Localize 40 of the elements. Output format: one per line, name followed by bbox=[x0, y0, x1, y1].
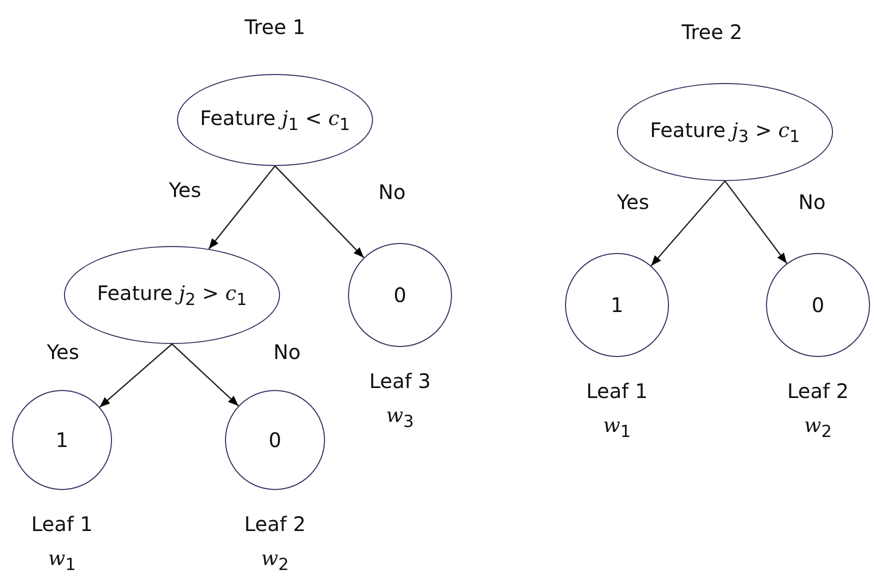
leaf-circle bbox=[225, 390, 325, 490]
tree-title: Tree 1 bbox=[244, 15, 306, 39]
split-condition: Feature j$_{1}$ < c$_{1}$ bbox=[200, 106, 350, 134]
arrow bbox=[172, 344, 239, 406]
leaf-weight: w$_{2}$ bbox=[804, 413, 832, 441]
leaf-name: Leaf 1 bbox=[586, 379, 648, 403]
leaf-value: 0 bbox=[394, 283, 406, 307]
edge-label: Yes bbox=[168, 178, 202, 202]
edge-label: Yes bbox=[46, 340, 80, 364]
leaf-circle bbox=[565, 253, 669, 357]
leaf-value: 1 bbox=[610, 293, 624, 317]
leaf-weight: w$_{3}$ bbox=[386, 403, 414, 431]
edge-label: No bbox=[378, 180, 406, 204]
edge-label: Yes bbox=[616, 190, 650, 214]
arrow bbox=[99, 344, 172, 408]
tree-title: Tree 2 bbox=[682, 20, 742, 44]
arrow bbox=[724, 180, 788, 264]
leaf-circle bbox=[12, 390, 112, 490]
leaf-value: 1 bbox=[56, 428, 68, 452]
leaf-circle bbox=[766, 253, 870, 357]
arrow bbox=[274, 166, 364, 258]
leaf-weight: w$_{1}$ bbox=[603, 413, 631, 441]
leaf-weight: w$_{2}$ bbox=[261, 546, 289, 574]
leaf-name: Leaf 3 bbox=[369, 369, 431, 393]
leaf-name: Leaf 2 bbox=[787, 379, 849, 403]
edge-label: No bbox=[798, 190, 826, 214]
arrow bbox=[208, 166, 276, 250]
split-condition: Feature j$_{2}$ > c$_{1}$ bbox=[96, 281, 248, 309]
leaf-value: 0 bbox=[268, 428, 282, 452]
leaf-name: Leaf 2 bbox=[244, 512, 306, 536]
edge-label: No bbox=[273, 340, 301, 364]
decision-ellipse bbox=[177, 74, 373, 166]
leaf-circle bbox=[348, 243, 452, 347]
decision-ellipse bbox=[64, 246, 280, 344]
leaf-value: 0 bbox=[812, 293, 824, 317]
arrow bbox=[650, 180, 726, 266]
split-condition: Feature j$_{3}$ > c$_{1}$ bbox=[650, 118, 800, 146]
leaf-weight: w$_{1}$ bbox=[48, 546, 76, 574]
leaf-name: Leaf 1 bbox=[31, 512, 93, 536]
decision-ellipse bbox=[617, 83, 833, 181]
